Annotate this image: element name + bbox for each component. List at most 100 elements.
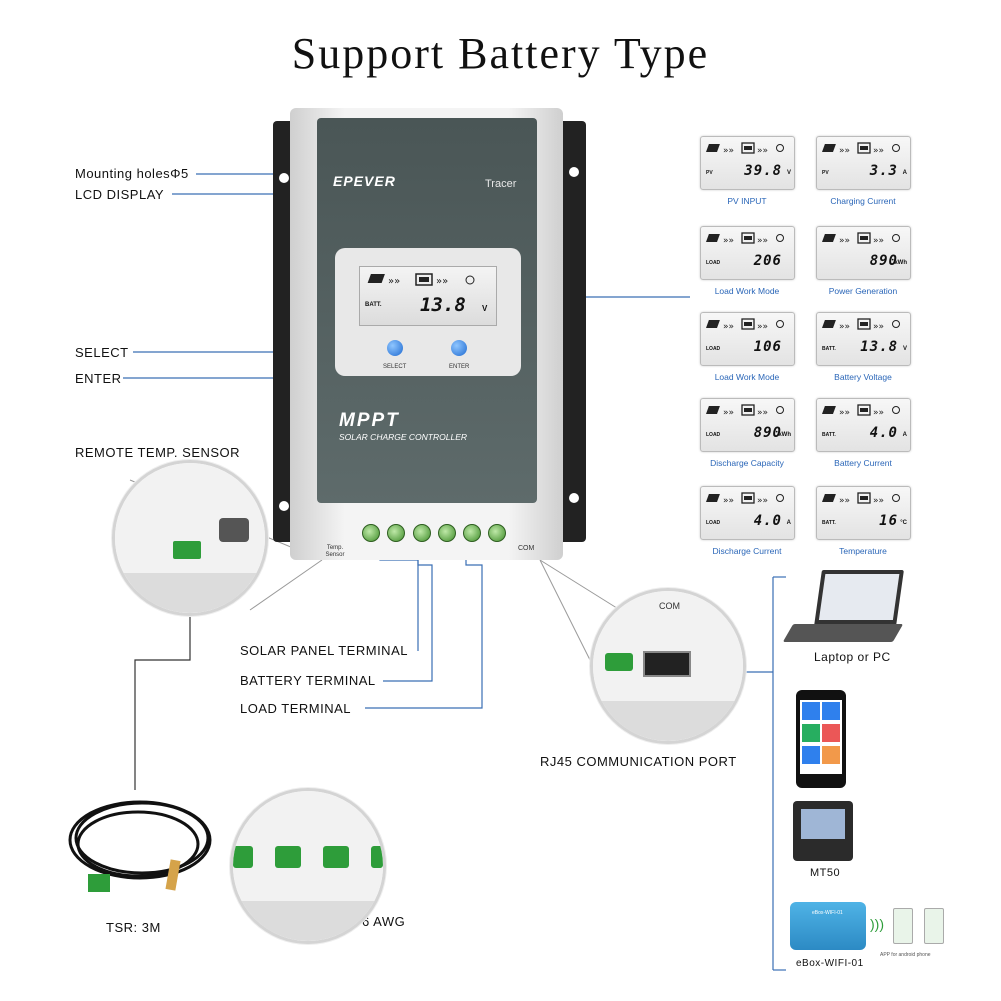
lcd-value: 13.8 [860,339,898,355]
com-port-zoom: COM [590,588,746,744]
mt50-label: MT50 [810,867,841,879]
page-title: Support Battery Type [291,29,710,78]
svg-text:»»: »» [723,146,734,156]
lcd-value: 890 [753,425,782,441]
svg-text:»»: »» [757,496,768,506]
ebox-label: eBox-WIFI-01 [796,958,864,969]
lcd-unit: A [902,170,907,176]
lcd-mode-caption: Discharge Capacity [710,458,784,468]
lcd-tag: LOAD [706,346,721,352]
terminal-zoom [230,788,386,944]
temp-sensor-connector [173,541,201,559]
mppt-label: MPPT [339,410,400,431]
app-label: APP for android phone [880,952,931,958]
solar-plus-terminal [362,524,380,542]
enter-button[interactable] [451,340,467,356]
battery-plus-terminal [413,524,431,542]
lcd-screen: »»»» BATT. 13.8 V [359,266,497,326]
lcd-value: 39.8 [744,163,782,179]
mt50-image [793,801,853,861]
lcd-tag: BATT. [822,520,836,526]
svg-text:»»: »» [839,322,850,332]
svg-text:»»: »» [723,408,734,418]
select-button[interactable] [387,340,403,356]
controller-face: EPEVER Tracer »»»» BATT. 13.8 V SELECT E… [317,118,537,503]
solar-minus-terminal [387,524,405,542]
load-terminal-label: LOAD TERMINAL [240,701,352,716]
svg-text:»»: »» [723,496,734,506]
lcd-unit: kWh [894,260,907,266]
lcd-bezel: »»»» BATT. 13.8 V SELECT ENTER [335,248,521,376]
com-indicator [605,653,633,671]
mounting-hole [279,173,289,183]
lcd-unit: kWh [778,432,791,438]
lcd-tag: LOAD [706,260,721,266]
lcd-mode-caption: Battery Voltage [834,372,892,382]
laptop-label: Laptop or PC [814,650,891,664]
lcd-value: 206 [753,253,782,269]
mounting-hole [569,167,579,177]
temp-sensor-label: Temp. Sensor [325,545,345,558]
svg-text:»»: »» [873,236,884,246]
temp-sensor-cable [68,800,212,892]
lcd-unit: A [786,520,791,526]
enter-label: ENTER [75,371,122,386]
lcd-status-icons: »» »» [822,318,900,332]
svg-text:»»: »» [873,322,884,332]
lcd-status-icons: »»»» [822,492,900,506]
svg-text:»»: »» [723,236,734,246]
svg-text:»»: »» [839,496,850,506]
lcd-value: 4.0 [753,513,782,529]
lcd-mode-caption: Power Generation [828,286,898,296]
svg-text:»»: »» [723,322,734,332]
laptop-image [782,570,908,650]
wifi-signal-icon: ))) [870,916,884,932]
tsr-label: TSR: 3M [106,920,161,935]
lcd-status-icons: »» »» [822,232,900,246]
lcd-tag: PV [822,170,829,176]
lcd-mode-caption: Discharge Current [712,546,782,556]
lcd-status-icons: »»»» [706,404,784,418]
svg-text:»»: »» [839,408,850,418]
mounting-hole [279,501,289,511]
lcd-status-icons: »» »» [706,492,784,506]
lcd-value: 4.0 [869,425,898,441]
lcd-tag: LOAD [706,432,721,438]
svg-text:»»: »» [388,276,400,287]
com-zoom-label: COM [659,601,680,611]
lcd-status-icons: »»»» [822,142,900,156]
svg-text:»»: »» [873,408,884,418]
mounting-holes-label: Mounting holesΦ5 [75,166,189,181]
load-plus-terminal [463,524,481,542]
model-label: Tracer [485,178,517,190]
lcd-tag: LOAD [706,520,721,526]
battery-terminal-label: BATTERY TERMINAL [240,673,376,688]
svg-text:»»: »» [757,322,768,332]
svg-text:»»: »» [757,146,768,156]
lcd-mode-caption: Battery Current [834,458,892,468]
epever-logo: EPEVER [333,173,396,189]
ebox-wifi-device: eBox-WIFI-01 [790,902,866,950]
lcd-unit: °C [900,520,907,526]
svg-text:»»: »» [757,236,768,246]
lcd-status-icons: »» »» [822,404,900,418]
com-label: COM [518,545,535,552]
lcd-tag: PV [706,170,713,176]
mounting-hole [569,493,579,503]
svg-text:»»: »» [839,236,850,246]
ebox-device-label: eBox-WIFI-01 [812,910,843,916]
remote-temp-sensor-label: REMOTE TEMP. SENSOR [75,445,241,460]
lcd-tag: BATT. [365,302,382,308]
select-button-label: SELECT [383,364,407,370]
rj45-port-label: RJ45 COMMUNICATION PORT [540,754,737,769]
lcd-value: 3.3 [869,163,898,179]
lcd-mode-card: »» »» LOAD 4.0 A [700,486,795,540]
enter-button-label: ENTER [449,364,470,370]
svg-text:»»: »» [873,146,884,156]
